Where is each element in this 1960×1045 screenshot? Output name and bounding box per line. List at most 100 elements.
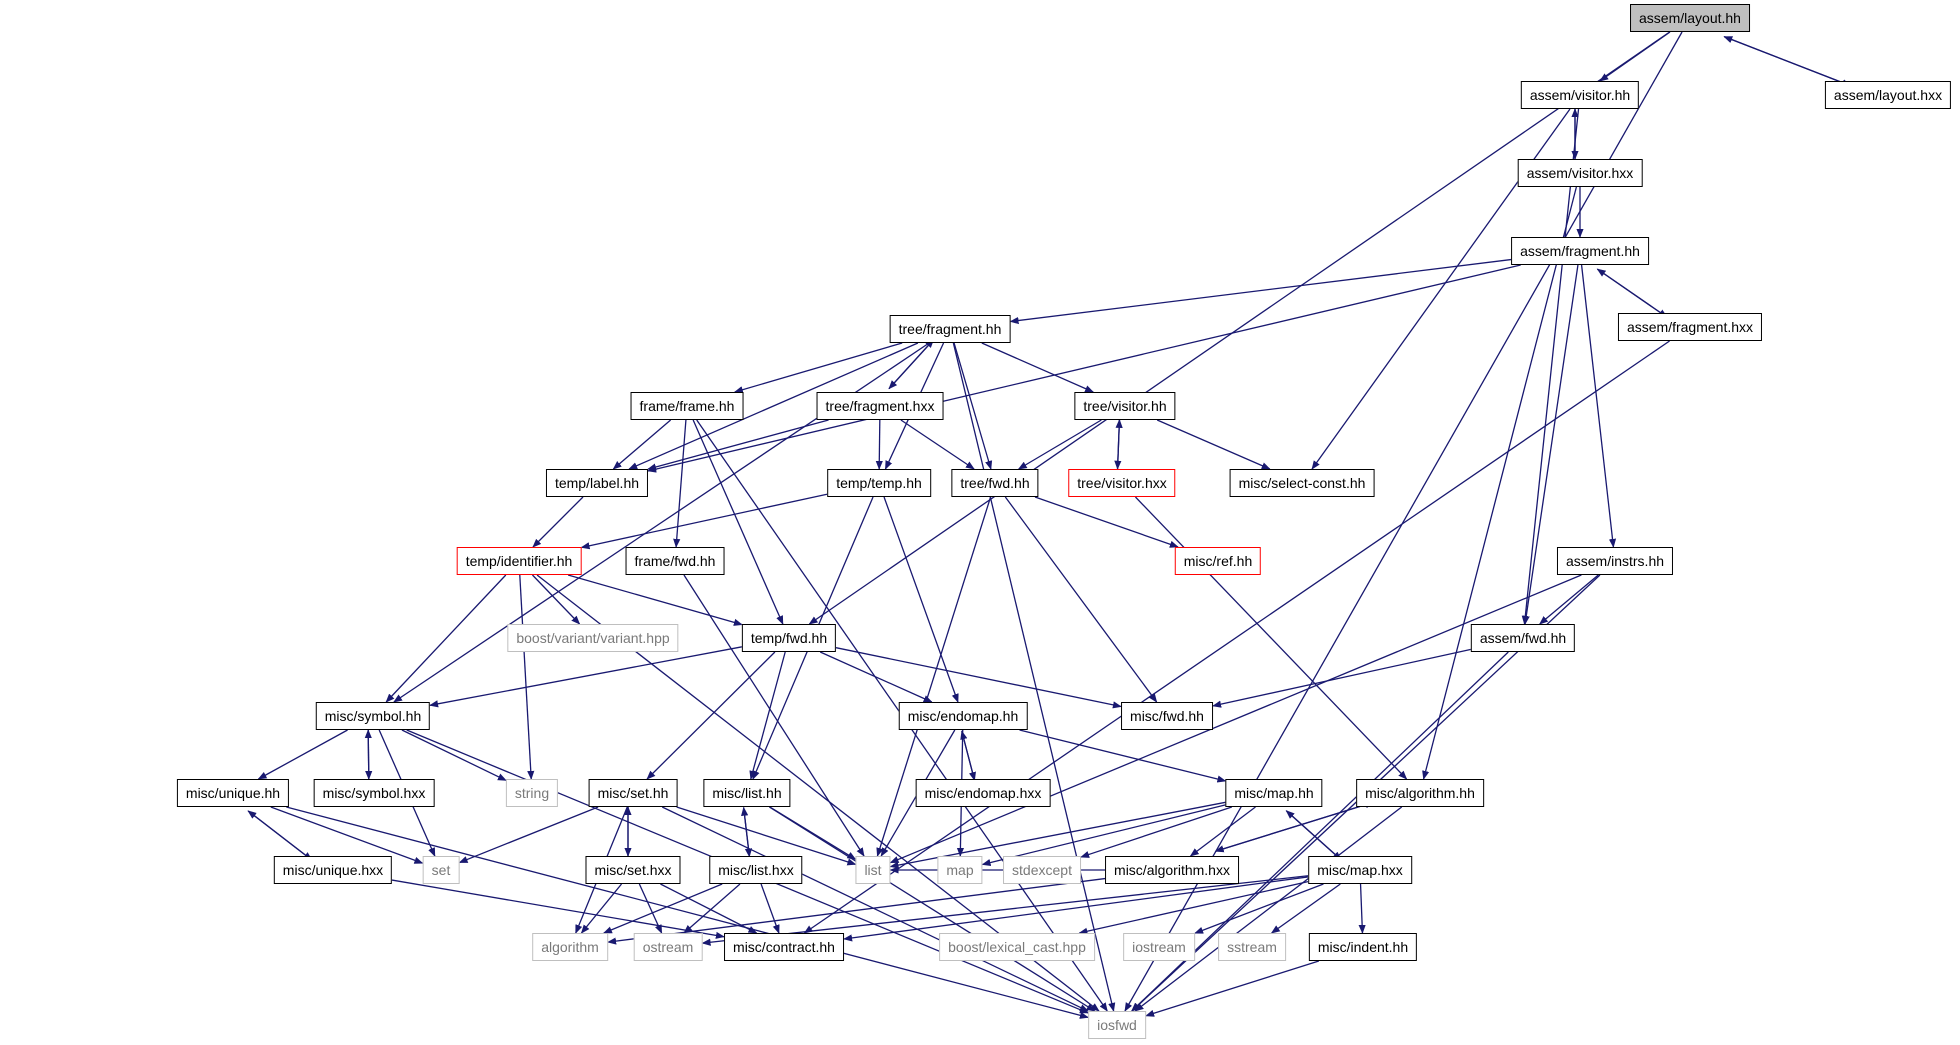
node-map: map	[937, 856, 983, 884]
edge-tfragment-hxx-to-label-hh	[647, 419, 829, 471]
edge-set-hxx-to-algorithm	[580, 883, 623, 934]
node-ref-hh[interactable]: misc/ref.hh	[1174, 547, 1262, 575]
node-algorithm-hxx[interactable]: misc/algorithm.hxx	[1105, 856, 1239, 884]
edge-endomap-hh-to-map-hh	[1019, 729, 1227, 783]
node-identifier-hh[interactable]: temp/identifier.hh	[456, 547, 582, 575]
node-variant-hpp: boost/variant/variant.hpp	[507, 624, 679, 652]
node-label-hh[interactable]: temp/label.hh	[545, 469, 649, 497]
edge-tfragment-hxx-to-temp-hh	[875, 419, 883, 470]
edge-afragment-hh-to-instrs-hh	[1580, 264, 1617, 548]
edge-tfwd-hh-to-mfwd-hh	[1004, 496, 1158, 703]
edge-afragment-hxx-to-contract-hh	[803, 340, 1670, 934]
node-contract-hh[interactable]: misc/contract.hh	[724, 933, 844, 961]
node-unique-hh[interactable]: misc/unique.hh	[176, 779, 290, 807]
node-visitor-hxx[interactable]: assem/visitor.hxx	[1517, 159, 1643, 187]
edge-afragment-hh-to-afwd-hh	[1522, 264, 1579, 625]
node-afragment-hh[interactable]: assem/fragment.hh	[1511, 237, 1649, 265]
edge-frame-hh-to-tempfwd-hh	[692, 419, 784, 625]
node-sstream: sstream	[1218, 933, 1286, 961]
node-set-hh[interactable]: misc/set.hh	[588, 779, 678, 807]
edge-tempfwd-hh-to-mfwd-hh	[835, 647, 1122, 709]
edge-indent-hh-to-iosfwd	[1145, 960, 1320, 1017]
edge-tfragment-hh-to-frame-hh	[733, 342, 903, 394]
node-set-hxx[interactable]: misc/set.hxx	[585, 856, 681, 884]
node-tfragment-hh[interactable]: tree/fragment.hh	[889, 315, 1011, 343]
node-tfwd-hh[interactable]: tree/fwd.hh	[951, 469, 1039, 497]
node-algorithm: algorithm	[532, 933, 608, 961]
node-instrs-hh[interactable]: assem/instrs.hh	[1556, 547, 1674, 575]
node-indent-hh[interactable]: misc/indent.hh	[1308, 933, 1418, 961]
edge-label-hh-to-identifier-hh	[532, 496, 584, 548]
edge-unique-hxx-to-unique-hh	[247, 810, 313, 861]
edge-set-hxx-to-ostream	[638, 883, 663, 934]
edge-map-hh-to-list	[889, 801, 1226, 869]
node-symbol-hh[interactable]: misc/symbol.hh	[315, 702, 431, 730]
edge-afragment-hh-to-label-hh	[647, 264, 1521, 473]
edge-tvisitor-hxx-to-tvisitor-hh	[1115, 418, 1123, 469]
edge-tfragment-hh-to-iosfwd	[952, 342, 1116, 1012]
node-temp-hh[interactable]: temp/temp.hh	[827, 469, 931, 497]
edge-symbol-hh-to-unique-hh	[257, 729, 348, 780]
edge-instrs-hh-to-afwd-hh	[1539, 574, 1599, 625]
node-unique-hxx[interactable]: misc/unique.hxx	[273, 856, 393, 884]
node-layout-hxx[interactable]: assem/layout.hxx	[1824, 81, 1952, 109]
edge-tfwd-hh-to-ref-hh	[1034, 496, 1179, 548]
edge-map-hxx-to-indent-hh	[1358, 883, 1366, 934]
node-map-hh[interactable]: misc/map.hh	[1225, 779, 1323, 807]
edge-frame-hh-to-ffwd-hh	[673, 419, 687, 548]
edge-tvisitor-hh-to-tfwd-hh	[1017, 419, 1102, 470]
node-selectconst-hh[interactable]: misc/select-const.hh	[1229, 469, 1375, 497]
edge-map-hh-to-algorithm-hxx	[1189, 806, 1256, 857]
edge-tfragment-hxx-to-tfwd-hh	[900, 419, 975, 470]
node-list-hxx[interactable]: misc/list.hxx	[709, 856, 803, 884]
node-afragment-hxx[interactable]: assem/fragment.hxx	[1617, 313, 1763, 341]
node-afwd-hh[interactable]: assem/fwd.hh	[1470, 624, 1576, 652]
edge-temp-hh-to-endomap-hh	[883, 496, 959, 703]
edge-visitor-hh-to-afwd-hh	[1521, 108, 1580, 625]
node-layout-hh[interactable]: assem/layout.hh	[1630, 4, 1750, 32]
node-visitor-hh[interactable]: assem/visitor.hh	[1520, 81, 1640, 109]
node-endomap-hxx[interactable]: misc/endomap.hxx	[915, 779, 1051, 807]
edge-visitor-hxx-to-algorithm-hh	[1422, 186, 1578, 780]
edge-algorithm-hh-to-iosfwd	[1134, 806, 1403, 1012]
node-tvisitor-hh[interactable]: tree/visitor.hh	[1074, 392, 1176, 420]
node-ffwd-hh[interactable]: frame/fwd.hh	[625, 547, 725, 575]
node-mfwd-hh[interactable]: misc/fwd.hh	[1121, 702, 1213, 730]
edge-layout-hxx-to-layout-hh	[1723, 36, 1851, 87]
node-algorithm-hh[interactable]: misc/algorithm.hh	[1356, 779, 1484, 807]
node-stdexcept: stdexcept	[1003, 856, 1081, 884]
edge-tfwd-hh-to-list	[876, 496, 992, 857]
node-tvisitor-hxx[interactable]: tree/visitor.hxx	[1068, 469, 1176, 497]
node-iosfwd: iosfwd	[1088, 1011, 1146, 1039]
edge-tempfwd-hh-to-endomap-hh	[819, 651, 933, 703]
edge-unique-hxx-to-contract-hh	[391, 879, 725, 939]
edge-map-hxx-to-ostream	[701, 875, 1309, 946]
edge-afwd-hh-to-mfwd-hh	[1212, 648, 1472, 708]
edge-afragment-hh-to-tfragment-hh	[1009, 258, 1512, 325]
node-list-hh[interactable]: misc/list.hh	[703, 779, 791, 807]
edge-tempfwd-hh-to-set-hh	[646, 651, 776, 780]
edge-list-hxx-to-algorithm	[602, 883, 723, 934]
node-lexical-cast: boost/lexical_cast.hpp	[939, 933, 1095, 961]
edge-tempfwd-hh-to-list-hh	[749, 651, 786, 780]
node-symbol-hxx[interactable]: misc/symbol.hxx	[313, 779, 435, 807]
node-map-hxx[interactable]: misc/map.hxx	[1308, 856, 1412, 884]
node-tfragment-hxx[interactable]: tree/fragment.hxx	[816, 392, 944, 420]
edge-instrs-hh-to-list	[889, 574, 1582, 864]
edge-ffwd-hh-to-list	[683, 574, 865, 857]
node-set: set	[422, 856, 460, 884]
edge-list-hh-to-iosfwd	[768, 806, 1096, 1012]
edge-list-hxx-to-contract-hh	[760, 883, 780, 934]
edge-tfragment-hh-to-tvisitor-hh	[981, 342, 1095, 393]
edge-map-hxx-to-sstream	[1270, 883, 1341, 934]
edge-frame-hh-to-label-hh	[612, 419, 672, 470]
node-tempfwd-hh[interactable]: temp/fwd.hh	[741, 624, 837, 652]
edge-list-hxx-to-ostream	[683, 883, 741, 934]
edge-map-hxx-to-lexical-cast	[1078, 881, 1309, 935]
node-frame-hh[interactable]: frame/frame.hh	[630, 392, 744, 420]
edge-symbol-hh-to-string	[401, 729, 507, 781]
node-endomap-hh[interactable]: misc/endomap.hh	[898, 702, 1028, 730]
edge-set-hh-to-list	[676, 806, 857, 866]
